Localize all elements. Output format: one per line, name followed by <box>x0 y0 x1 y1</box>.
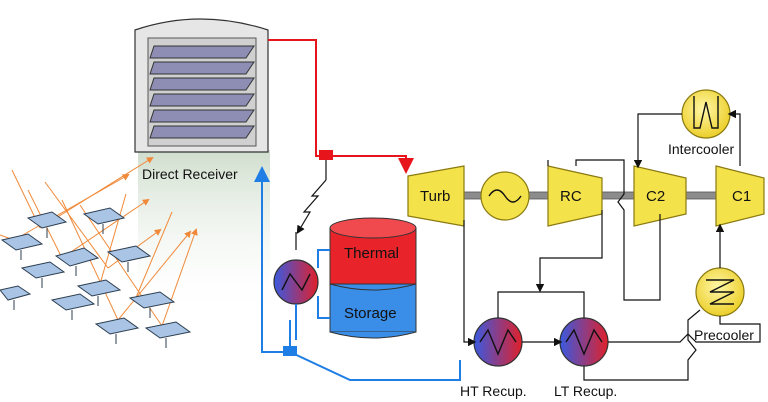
intercooler-label: Intercooler <box>668 141 734 157</box>
heliostat <box>128 291 176 318</box>
heliostat <box>50 293 96 320</box>
heat-exchanger-icon <box>559 317 609 367</box>
heliostat <box>0 285 32 310</box>
cooler-icon <box>681 89 731 139</box>
heliostat <box>144 321 192 348</box>
generator-icon <box>480 171 530 221</box>
c2-label: C2 <box>646 188 665 205</box>
lt-recup-label: LT Recup. <box>554 383 617 399</box>
heliostat <box>0 233 44 260</box>
receiver-panels <box>149 45 255 139</box>
c2-compressor <box>633 165 687 227</box>
c1-label: C1 <box>732 188 751 205</box>
thermal-label: Thermal <box>344 245 399 262</box>
heliostat <box>54 247 100 276</box>
receiver-label: Direct Receiver <box>142 166 238 182</box>
heliostat <box>94 317 140 344</box>
precooler-label: Precooler <box>694 327 754 343</box>
valve-icon <box>283 346 297 356</box>
heat-exchanger-icon <box>273 259 319 305</box>
heliostat <box>82 207 126 234</box>
storage-label: Storage <box>344 305 397 322</box>
heliostat <box>76 279 122 306</box>
hot-line <box>268 39 414 174</box>
storage-branch-line <box>295 160 327 250</box>
process-lines <box>463 109 761 381</box>
valve-icon <box>319 150 333 160</box>
heat-exchanger-icon <box>473 317 523 367</box>
turbine-label: Turb <box>420 188 450 205</box>
ht-recup-label: HT Recup. <box>460 383 527 399</box>
heliostat <box>106 245 152 272</box>
heliostat-field <box>0 207 192 348</box>
thermal-storage-tank <box>329 217 417 339</box>
c1-compressor <box>715 165 765 227</box>
rc-label: RC <box>560 188 582 205</box>
heliostat <box>20 261 66 288</box>
heliostat <box>26 211 68 238</box>
direct-receiver <box>134 18 269 153</box>
cooler-icon <box>695 267 745 317</box>
